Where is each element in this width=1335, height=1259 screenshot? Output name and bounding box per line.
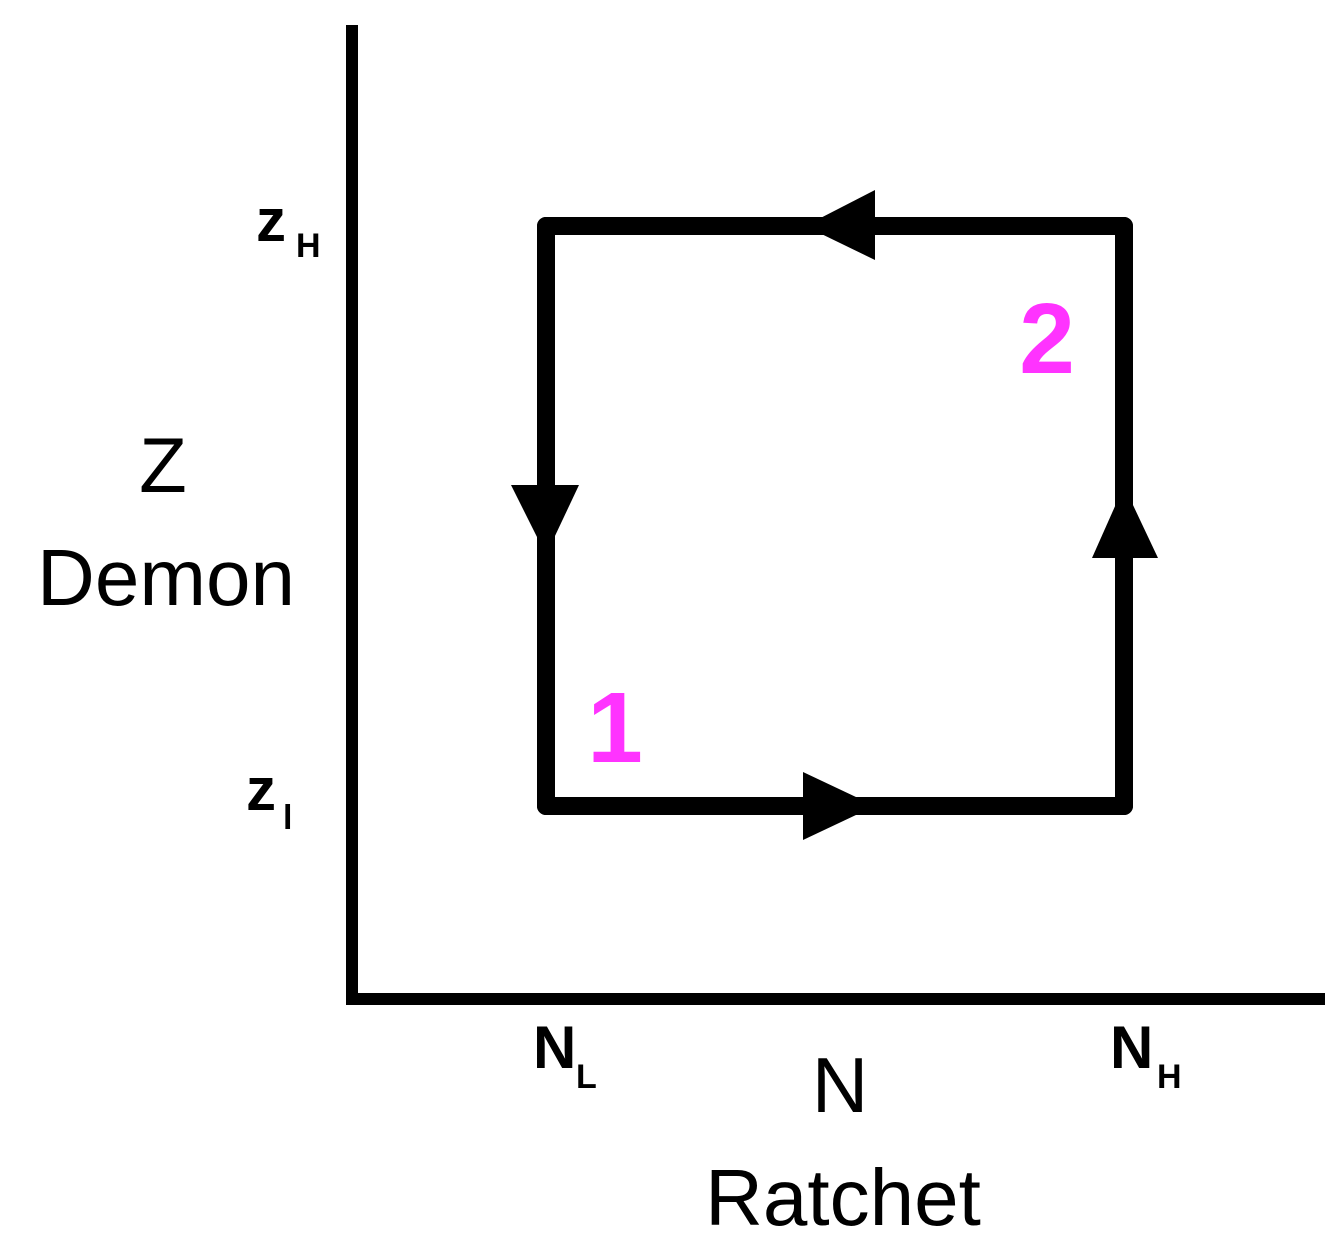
arrow-left-icon bbox=[805, 190, 875, 260]
y-tick-low-base: z bbox=[246, 756, 276, 823]
arrow-up-icon bbox=[1092, 486, 1158, 558]
y-tick-low-sub: l bbox=[283, 799, 292, 837]
y-tick-low: z l bbox=[246, 756, 292, 837]
y-axis-symbol: Z bbox=[139, 421, 187, 509]
x-tick-low-sub: L bbox=[576, 1058, 597, 1096]
x-tick-high-sub: H bbox=[1157, 1058, 1182, 1096]
x-axis-name: Ratchet bbox=[705, 1153, 981, 1242]
x-tick-high: N H bbox=[1110, 1014, 1182, 1096]
arrow-down-icon bbox=[511, 485, 579, 555]
y-axis-name: Demon bbox=[37, 533, 295, 622]
x-tick-high-base: N bbox=[1110, 1014, 1153, 1081]
stage-label-2: 2 bbox=[1019, 283, 1075, 395]
y-tick-high-sub: H bbox=[296, 227, 321, 265]
stage-label-1: 1 bbox=[587, 672, 643, 784]
x-axis-symbol: N bbox=[812, 1041, 868, 1129]
x-tick-low: N L bbox=[533, 1014, 597, 1096]
y-tick-high: z H bbox=[256, 187, 321, 265]
arrow-right-icon bbox=[803, 772, 875, 840]
y-tick-high-base: z bbox=[256, 187, 286, 254]
x-tick-low-base: N bbox=[533, 1014, 576, 1081]
